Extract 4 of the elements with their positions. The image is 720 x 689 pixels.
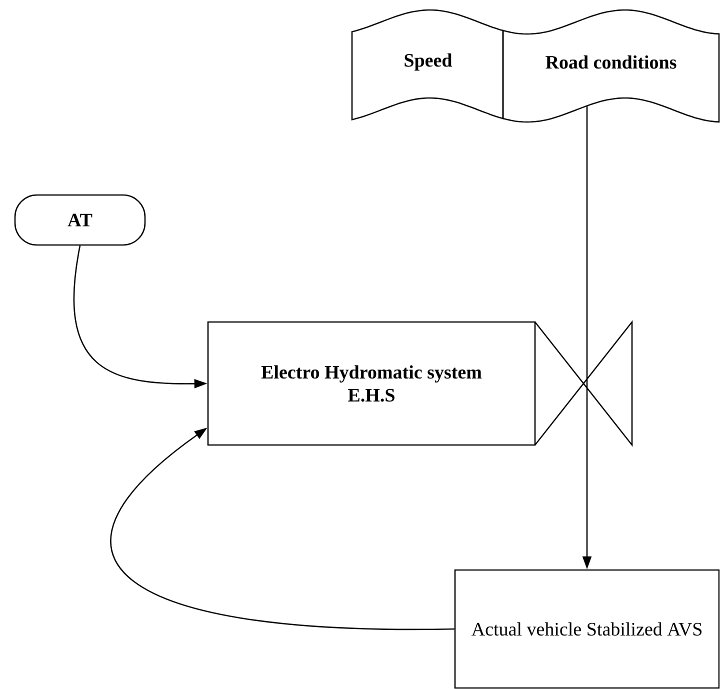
rounded-box: AT [14,194,146,246]
process-box: Electro Hydromatic system E.H.S [207,321,536,446]
flag-section: Road conditions [502,9,720,123]
process-box: Actual vehicle Stabilized AVS [454,569,720,689]
